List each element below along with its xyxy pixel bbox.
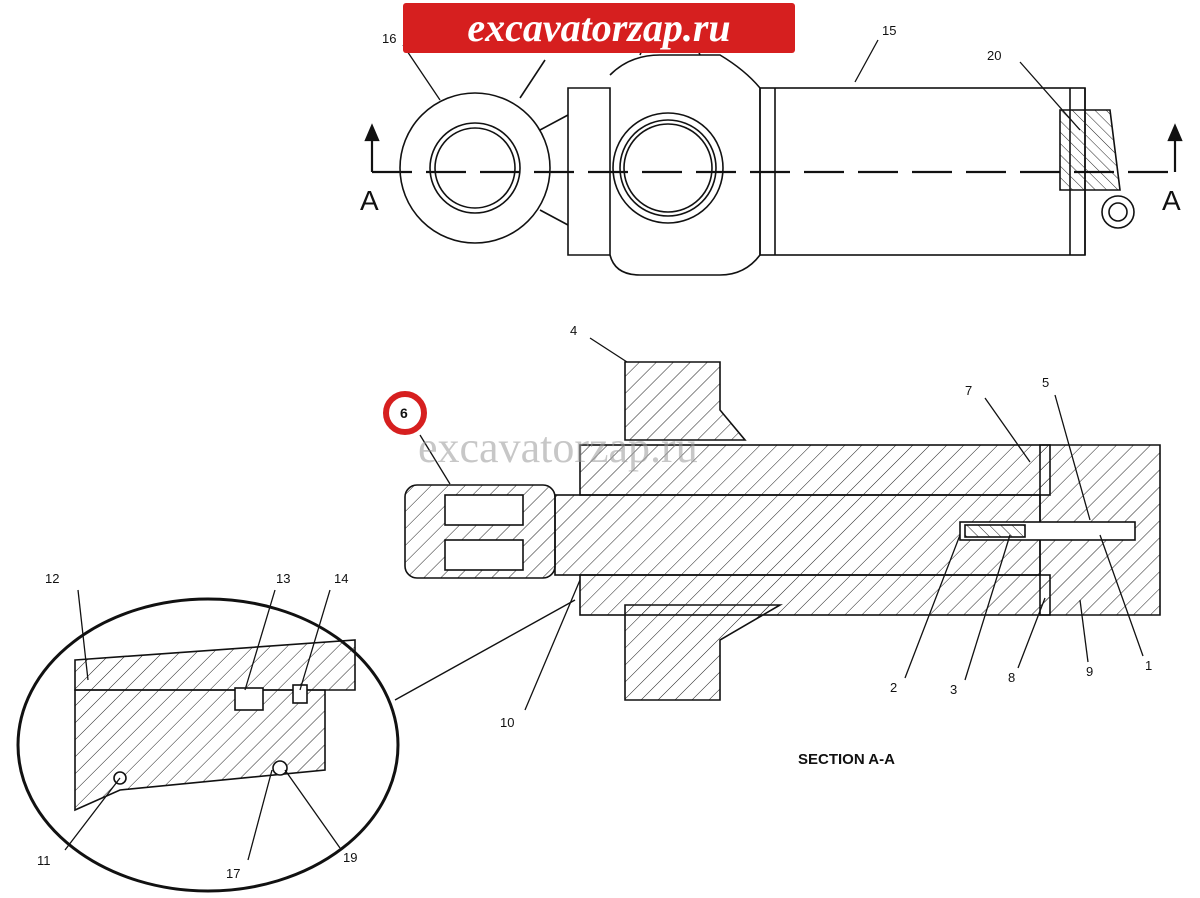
callout-12: 12: [45, 571, 59, 586]
section-view: [404, 361, 1161, 701]
callout-5: 5: [1042, 375, 1049, 390]
callout-13: 13: [276, 571, 290, 586]
callout-15: 15: [882, 23, 896, 38]
watermark-middle: excavatorzap.ru: [418, 423, 698, 472]
callout-20: 20: [987, 48, 1001, 63]
callout-17: 17: [226, 866, 240, 881]
callout-11: 11: [37, 853, 51, 868]
callout-14: 14: [334, 571, 348, 586]
callout-4: 4: [570, 323, 577, 338]
section-mark-right: A: [1162, 185, 1181, 216]
callout-6: 6: [400, 405, 408, 421]
callout-3: 3: [950, 682, 957, 697]
callout-2: 2: [890, 680, 897, 695]
leader-lines: [64, 39, 1144, 861]
highlighted-callout-6[interactable]: 6: [383, 391, 427, 435]
callout-7: 7: [965, 383, 972, 398]
callout-9: 9: [1086, 664, 1093, 679]
section-line: [364, 123, 1183, 174]
section-mark-left: A: [360, 185, 379, 216]
section-title: SECTION A-A: [798, 751, 895, 768]
callout-1: 1: [1145, 658, 1152, 673]
callout-19: 19: [343, 850, 357, 865]
callout-16: 16: [382, 31, 396, 46]
detail-view: [16, 597, 576, 893]
callout-10: 10: [500, 715, 514, 730]
rod-eye: [399, 92, 551, 244]
callout-8: 8: [1008, 670, 1015, 685]
watermark-top: excavatorzap.ru: [403, 3, 795, 53]
